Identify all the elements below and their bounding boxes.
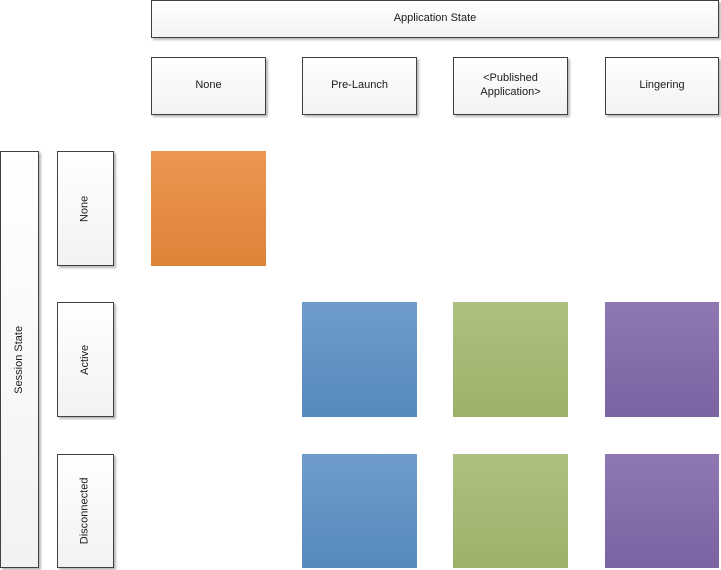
column-header-pre-launch: Pre-Launch — [302, 57, 417, 115]
state-cell-purple — [605, 454, 719, 568]
state-cell-blue — [302, 302, 417, 417]
row-header-disconnected: Disconnected — [57, 454, 114, 568]
application-state-label: Application State — [393, 12, 477, 25]
state-cell-purple — [605, 302, 719, 417]
state-cell-green — [453, 454, 568, 568]
session-state-label: Session State — [12, 325, 25, 394]
row-header-active: Active — [57, 302, 114, 417]
row-header-label: Disconnected — [78, 477, 91, 545]
row-header-label: None — [78, 195, 91, 222]
column-header-lingering: Lingering — [605, 57, 719, 115]
session-state-header: Session State — [0, 151, 39, 568]
column-header-label: Pre-Launch — [331, 79, 388, 92]
column-header-label: None — [195, 79, 222, 92]
state-cell-green — [453, 302, 568, 417]
application-state-header: Application State — [151, 0, 719, 38]
row-header-none: None — [57, 151, 114, 266]
state-cell-orange — [151, 151, 266, 266]
column-header-label: Lingering — [639, 79, 685, 92]
column-header-label: <Published Application> — [480, 72, 541, 98]
state-cell-blue — [302, 454, 417, 568]
column-header-published-application: <Published Application> — [453, 57, 568, 115]
row-header-label: Active — [78, 344, 91, 375]
column-header-none: None — [151, 57, 266, 115]
